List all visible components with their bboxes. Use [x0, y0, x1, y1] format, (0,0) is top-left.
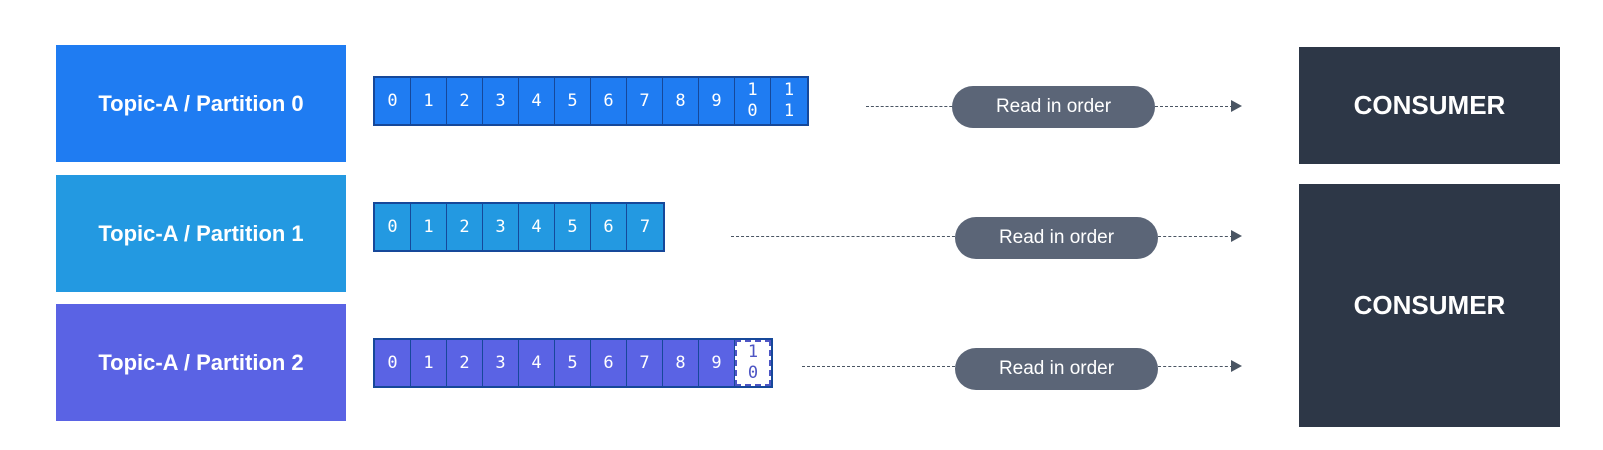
- offset-cell: 0: [375, 340, 411, 386]
- offset-cell: 1 0: [735, 78, 771, 124]
- read-in-order-label-2: Read in order: [998, 358, 1115, 379]
- offset-cell: 1: [411, 340, 447, 386]
- partition-2-box: Topic-A / Partition 2: [56, 304, 346, 421]
- consumer-1-label: CONSUMER: [1353, 90, 1506, 120]
- offset-cell: 5: [555, 78, 591, 124]
- arrow-line-0-in: [866, 106, 962, 107]
- offset-cell: 8: [663, 340, 699, 386]
- partition-1-label: Topic-A / Partition 1: [98, 220, 304, 246]
- offset-cell: 4: [519, 78, 555, 124]
- offset-cell: 2: [447, 340, 483, 386]
- consumer-2-label: CONSUMER: [1353, 290, 1506, 320]
- offset-cell: 7: [627, 340, 663, 386]
- offset-cell: 4: [519, 340, 555, 386]
- read-in-order-pill-2: Read in order: [955, 348, 1158, 390]
- offset-cell: 9: [699, 78, 735, 124]
- arrow-line-1-out: [1158, 236, 1233, 237]
- partition-0-label: Topic-A / Partition 0: [98, 90, 304, 116]
- offset-cell: 0: [375, 78, 411, 124]
- offset-cell: 2: [447, 78, 483, 124]
- offset-cell: 9: [699, 340, 735, 386]
- offset-cell: 3: [483, 204, 519, 250]
- offset-cell: 4: [519, 204, 555, 250]
- offset-cell: 3: [483, 340, 519, 386]
- offset-cell: 5: [555, 340, 591, 386]
- arrow-line-2-out: [1158, 366, 1233, 367]
- partition-2-label: Topic-A / Partition 2: [98, 349, 304, 375]
- partition-1-box: Topic-A / Partition 1: [56, 175, 346, 292]
- offset-cell: 3: [483, 78, 519, 124]
- read-in-order-pill-0: Read in order: [952, 86, 1155, 128]
- offset-cell: 2: [447, 204, 483, 250]
- offset-cell: 7: [627, 78, 663, 124]
- offset-cell: 6: [591, 204, 627, 250]
- read-in-order-label-0: Read in order: [995, 96, 1112, 117]
- offset-cell: 8: [663, 78, 699, 124]
- read-in-order-label-1: Read in order: [998, 227, 1115, 248]
- offset-cell: 7: [639, 216, 651, 237]
- offset-cell: 1: [411, 78, 447, 124]
- offset-cell: 6: [591, 340, 627, 386]
- arrow-line-0-out: [1155, 106, 1233, 107]
- consumer-1-box: CONSUMER: [1299, 47, 1560, 164]
- offset-cell: 5: [555, 204, 591, 250]
- pending-offset-cell: 1 0: [735, 340, 771, 386]
- offset-cell: 1 1: [783, 80, 795, 121]
- read-in-order-pill-1: Read in order: [955, 217, 1158, 259]
- arrow-head-0-icon: [1231, 100, 1242, 112]
- arrow-head-2-icon: [1231, 360, 1242, 372]
- offset-cell: 1: [411, 204, 447, 250]
- offset-cell: 0: [375, 204, 411, 250]
- offset-cell: 6: [591, 78, 627, 124]
- arrow-head-1-icon: [1231, 230, 1242, 242]
- partition-0-box: Topic-A / Partition 0: [56, 45, 346, 162]
- consumer-2-box: CONSUMER: [1299, 184, 1560, 427]
- arrow-line-2-in: [802, 366, 965, 367]
- arrow-line-1-in: [731, 236, 965, 237]
